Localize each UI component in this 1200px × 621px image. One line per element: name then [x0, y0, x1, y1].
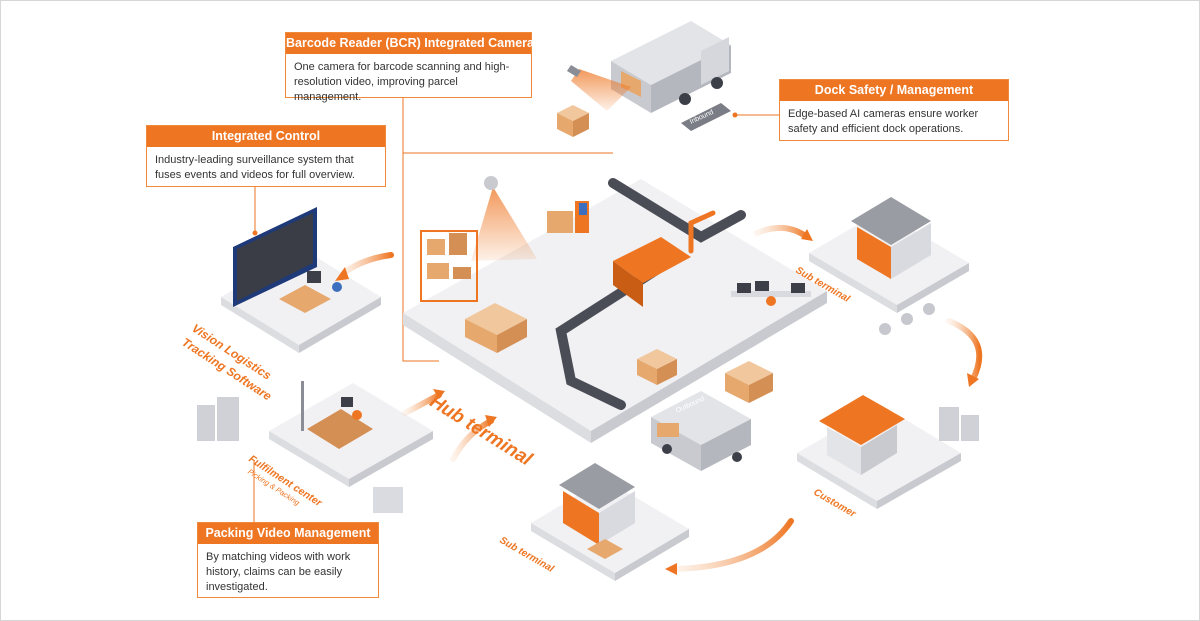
- callout-packing-title: Packing Video Management: [198, 523, 378, 544]
- hub-parcels: [637, 349, 773, 403]
- camera-beam: [571, 69, 631, 111]
- connector-dot: [732, 112, 738, 118]
- callout-control-text: Industry-leading surveillance system tha…: [155, 154, 355, 181]
- callout-bcr-text: One camera for barcode scanning and high…: [294, 61, 510, 103]
- operator-desk: [279, 271, 342, 313]
- callout-dock-title: Dock Safety / Management: [780, 80, 1008, 101]
- connector-lines: [253, 51, 779, 523]
- robot-arm: [688, 210, 716, 254]
- dome-camera-icon: [484, 176, 498, 190]
- inbound-truck: [611, 21, 731, 113]
- packing-station: [301, 381, 373, 449]
- bcr-tunnel: [613, 237, 691, 283]
- customer-house: [819, 395, 905, 475]
- callout-packing: Packing Video Management By matching vid…: [197, 522, 379, 598]
- trees-right: [879, 303, 935, 335]
- arrow-heads: [335, 229, 979, 575]
- flow-arrows: [338, 224, 983, 572]
- callout-control: Integrated Control Industry-leading surv…: [146, 125, 386, 187]
- callout-dock: Dock Safety / Management Edge-based AI c…: [779, 79, 1009, 141]
- callout-bcr-title: Barcode Reader (BCR) Integrated Camera: [286, 33, 534, 54]
- callout-bcr: Barcode Reader (BCR) Integrated Camera O…: [285, 32, 534, 103]
- warehouse-right: [851, 197, 931, 279]
- callout-dock-text: Edge-based AI cameras ensure worker safe…: [788, 108, 979, 135]
- hub-camera-beam: [471, 187, 537, 261]
- callout-control-title: Integrated Control: [147, 126, 385, 147]
- parcel-stack: [557, 105, 589, 137]
- warehouse-bottom: [559, 463, 635, 559]
- inbound-sign: Inbound: [681, 103, 731, 131]
- storage-rack: [420, 230, 478, 302]
- buildings-left: [197, 397, 403, 513]
- dock-camera-icon: [567, 65, 581, 77]
- conveyor-belt: [555, 178, 746, 410]
- connector-dot: [252, 230, 258, 236]
- callout-packing-text: By matching videos with work history, cl…: [206, 551, 351, 593]
- workstation-hub: [731, 281, 811, 306]
- hub-terminal-platform: [403, 179, 827, 443]
- pallet-boxes: [465, 303, 527, 353]
- buildings-right: [939, 407, 979, 441]
- outbound-truck: Outbound: [651, 391, 751, 471]
- forklift: [547, 201, 589, 233]
